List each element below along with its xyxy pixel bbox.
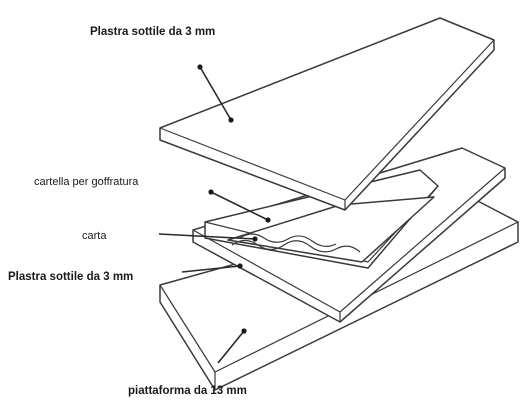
leader-paper — [158, 233, 258, 242]
leader-embossing-folder — [208, 189, 271, 223]
label-top-plate: Plastra sottile da 3 mm — [90, 26, 216, 38]
leader-top-plate — [197, 64, 234, 123]
paper-sheet — [227, 196, 435, 263]
label-paper: carta — [82, 230, 107, 242]
leader-platform — [217, 328, 247, 364]
label-middle-plate: Plastra sottile da 3 mm — [8, 271, 134, 283]
leader-middle-plate — [181, 263, 243, 273]
top-plate-3mm — [159, 17, 495, 211]
label-embossing-folder: cartella per goffratura — [34, 176, 139, 188]
label-platform: piattaforma da 13 mm — [128, 385, 247, 397]
